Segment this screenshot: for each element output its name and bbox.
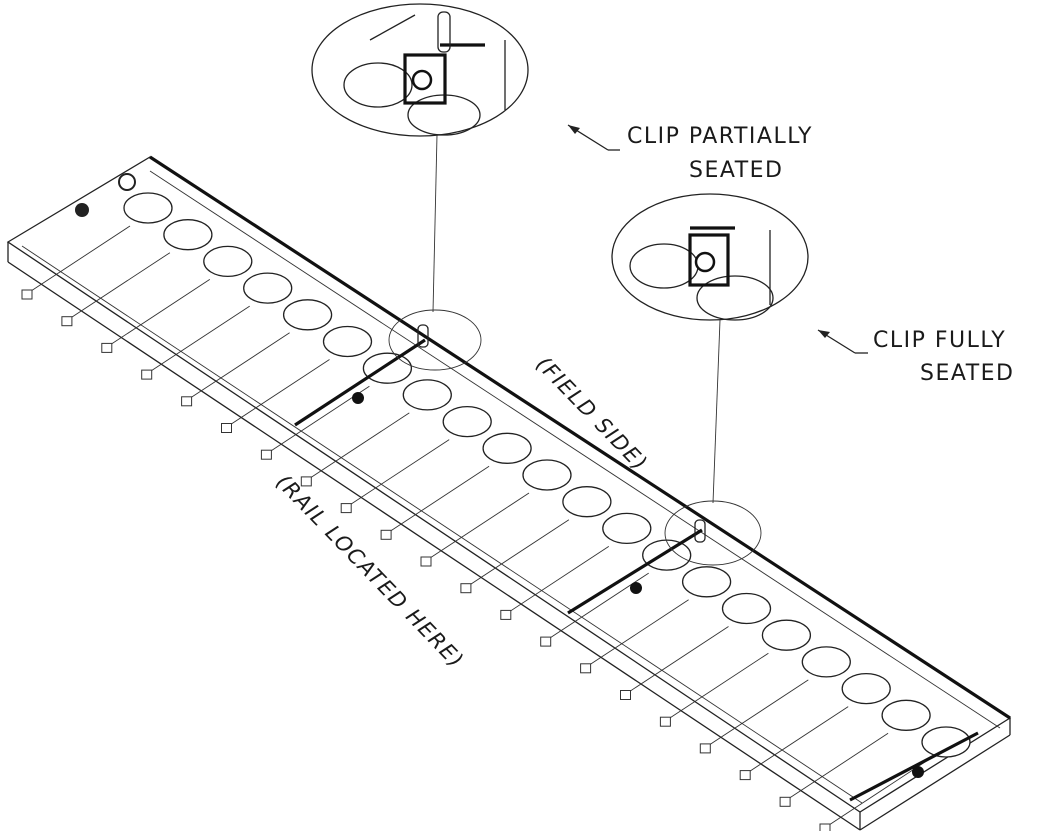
detail-origin-right [664,500,762,566]
bottom-tab [61,316,73,327]
cell-opening [282,299,333,331]
cell-opening [362,352,413,384]
cell-divider [307,412,410,481]
bottom-tab [699,743,711,754]
bottom-tab [580,663,592,674]
cell-divider [506,546,610,614]
rail-location-label: (RAIL LOCATED HERE) [271,470,468,673]
cell-opening [721,592,772,625]
callout-partial-line1: CLIP PARTIALLY [627,124,813,149]
bottom-tab [141,369,153,380]
callout-full-line2: SEATED [920,361,1015,386]
cell-opening [761,619,812,651]
clip-right [849,731,979,802]
bottom-tab [221,423,232,433]
callout-full-line1: CLIP FULLY [873,328,1006,353]
cell-opening [602,512,652,545]
bottom-tab [260,449,272,460]
bottom-tab [21,289,33,300]
cell-opening [123,192,173,224]
leader-full [817,329,868,354]
cell-divider [825,759,929,828]
bottom-tab [101,342,113,353]
cell-divider [386,465,490,534]
cell-divider [466,519,570,588]
cell-opening [921,726,971,758]
cell-divider [426,492,530,561]
battery-tray [6,155,1012,831]
cell-opening [681,566,732,598]
bottom-tab [500,609,512,620]
terminal-knobs [75,173,136,217]
cell-opening [402,379,452,411]
cell-divider [785,732,889,801]
cell-divider [147,305,250,374]
cell-opening [442,405,492,438]
bottom-tab [380,529,392,540]
cell-divider [745,706,849,774]
bottom-tab [540,636,552,647]
leader-partial [567,124,620,151]
cell-divider [346,439,450,507]
bottom-tab [420,556,432,567]
cell-opening [522,459,572,491]
cell-divider [67,252,171,321]
cell-opening [322,325,373,358]
callout-partial-line2: SEATED [689,158,784,183]
cell-opening [881,699,931,731]
bottom-tabs [21,289,831,831]
cell-divider [27,225,131,294]
cell-opening [801,646,851,678]
cell-divider [187,332,290,401]
bottom-tab [659,716,671,727]
bottom-tab [181,396,193,407]
cell-divider [626,626,729,694]
clip-left [294,324,429,427]
bottom-tab [300,476,312,487]
bottom-tab [739,770,751,781]
bottom-tab [779,796,791,807]
detail-partially-seated [311,3,529,313]
cell-opening [642,539,692,571]
detail-fully-seated [611,193,809,504]
cell-divider [706,679,809,748]
cell-opening [243,272,293,304]
cell-divider [107,279,211,347]
tray-frame [6,155,1012,831]
bottom-tab [340,503,352,514]
clip-middle [567,519,706,615]
bottom-tab [819,823,831,831]
cell-opening [562,486,612,518]
bottom-tab [620,690,631,700]
cell-opening [163,219,213,251]
cell-divider [666,652,769,721]
detail-origin-left [388,309,482,371]
cell-divider [227,359,330,427]
cell-openings [123,192,971,758]
cell-opening [203,245,253,278]
cell-opening [482,432,532,464]
field-side-label: (FIELD SIDE) [531,352,652,476]
cell-opening [841,672,891,705]
bottom-tab [460,583,472,594]
cell-dividers [27,225,929,828]
cell-divider [586,599,689,668]
